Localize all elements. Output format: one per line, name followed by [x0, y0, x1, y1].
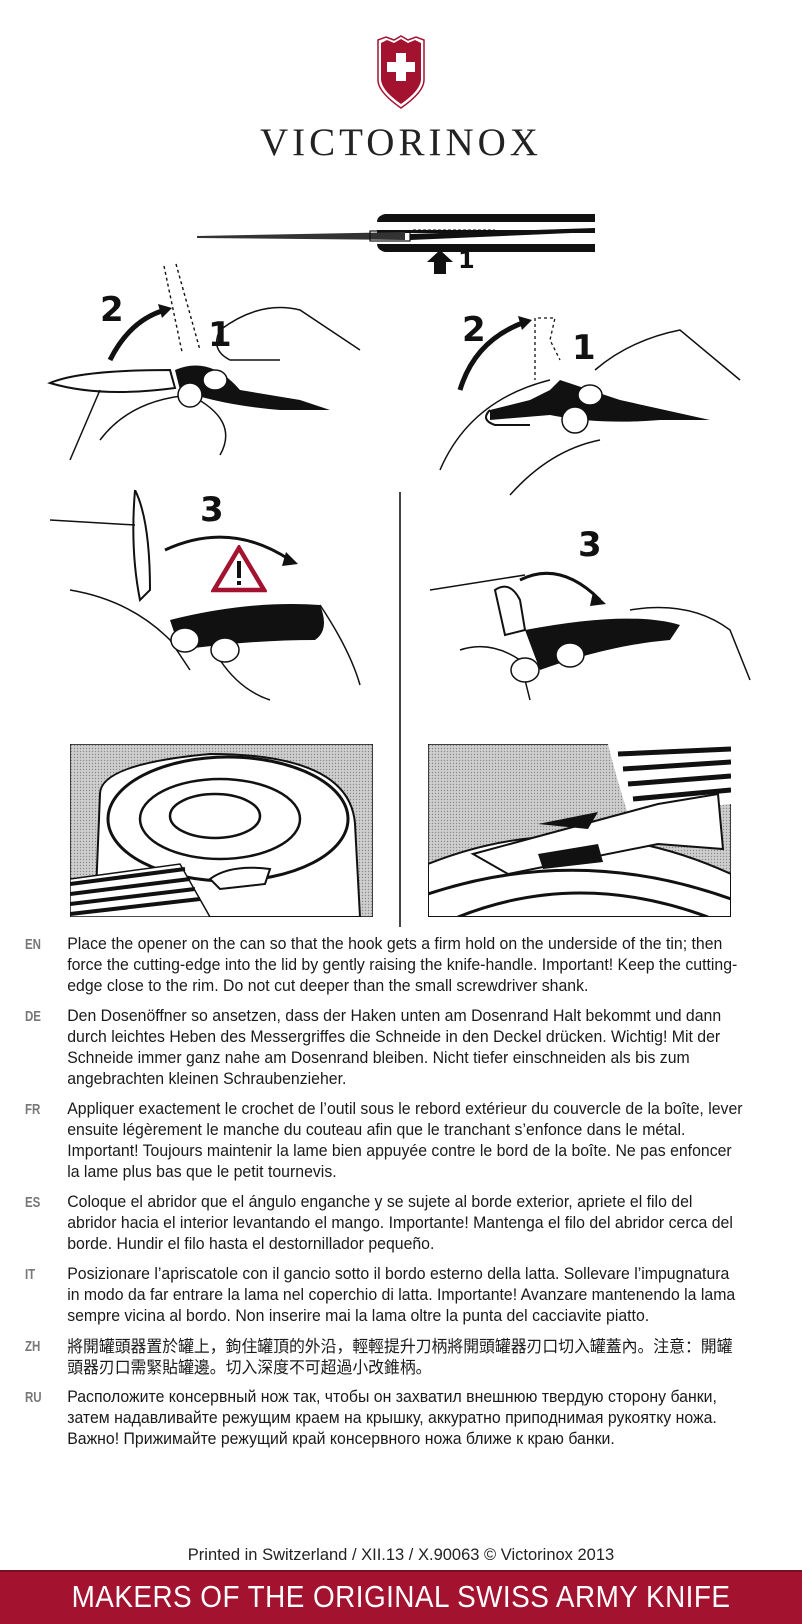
can-rim-detail-illustration: [70, 744, 373, 917]
instruction-text: Posizionare l’apriscatole con il gancio …: [67, 1265, 736, 1325]
brand-wordmark: VICTORINOX: [260, 121, 542, 164]
right-open-opener-illustration: [439, 316, 741, 496]
instructions-list: EN Place the opener on the can so that t…: [0, 934, 802, 1459]
instruction-de: DE Den Dosenöffner so ansetzen, dass der…: [0, 1006, 770, 1090]
column-divider: [399, 492, 401, 927]
right-cutting-illustration: [430, 571, 751, 701]
instruction-fr: FR Appliquer exactement le crochet de l’…: [0, 1099, 770, 1183]
opener-blade-detail-illustration: [428, 744, 731, 917]
step-label-3-left: 3: [200, 490, 224, 530]
step-label-2-right: 2: [462, 310, 486, 350]
instruction-text: Place the opener on the can so that the …: [67, 935, 738, 995]
language-code: DE: [24, 1008, 41, 1025]
instruction-text: Appliquer exactement le crochet de l’out…: [67, 1100, 743, 1181]
footer-banner: MAKERS OF THE ORIGINAL SWISS ARMY KNIFE: [0, 1570, 802, 1624]
language-code: ZH: [24, 1338, 41, 1355]
warning-triangle-icon: [211, 545, 267, 593]
language-code: IT: [24, 1266, 36, 1283]
print-info: Printed in Switzerland / XII.13 / X.9006…: [187, 1546, 615, 1564]
swiss-cross-shield-icon: [377, 35, 425, 109]
instruction-text: 將開罐頭器置於罐上，鉤住罐頂的外沿，輕輕提升刀柄將開頭罐器刃口切入罐蓋內。注意：…: [67, 1337, 733, 1377]
instruction-es: ES Coloque el abridor que el ángulo enga…: [0, 1192, 770, 1255]
language-code: EN: [24, 936, 41, 953]
step-label-1-left: 1: [208, 315, 232, 355]
footer-tagline: MAKERS OF THE ORIGINAL SWISS ARMY KNIFE: [71, 1579, 731, 1614]
instruction-text: Coloque el abridor que el ángulo enganch…: [67, 1193, 733, 1253]
instruction-text: Den Dosenöffner so ansetzen, dass der Ha…: [67, 1007, 722, 1088]
instruction-en: EN Place the opener on the can so that t…: [0, 934, 770, 997]
instruction-text: Расположите консервный нож так, чтобы он…: [67, 1388, 717, 1448]
step-label-1-top: 1: [458, 246, 475, 274]
step-label-3-right: 3: [578, 525, 602, 565]
language-code: RU: [24, 1389, 42, 1406]
instruction-ru: RU Расположите консервный нож так, чтобы…: [0, 1387, 770, 1450]
knife-cross-section-diagram: [197, 214, 595, 274]
step-label-2-left: 2: [100, 290, 124, 330]
step-label-1-right: 1: [572, 328, 596, 368]
language-code: ES: [24, 1194, 41, 1211]
instruction-illustrations: 1 2 1 3: [0, 200, 802, 927]
instruction-it: IT Posizionare l’apriscatole con il ganc…: [0, 1264, 770, 1327]
language-code: FR: [24, 1101, 41, 1118]
left-open-blade-illustration: [47, 263, 361, 461]
left-cutting-illustration: [50, 490, 361, 701]
instruction-zh: ZH 將開罐頭器置於罐上，鉤住罐頂的外沿，輕輕提升刀柄將開頭罐器刃口切入罐蓋內。…: [0, 1336, 770, 1378]
